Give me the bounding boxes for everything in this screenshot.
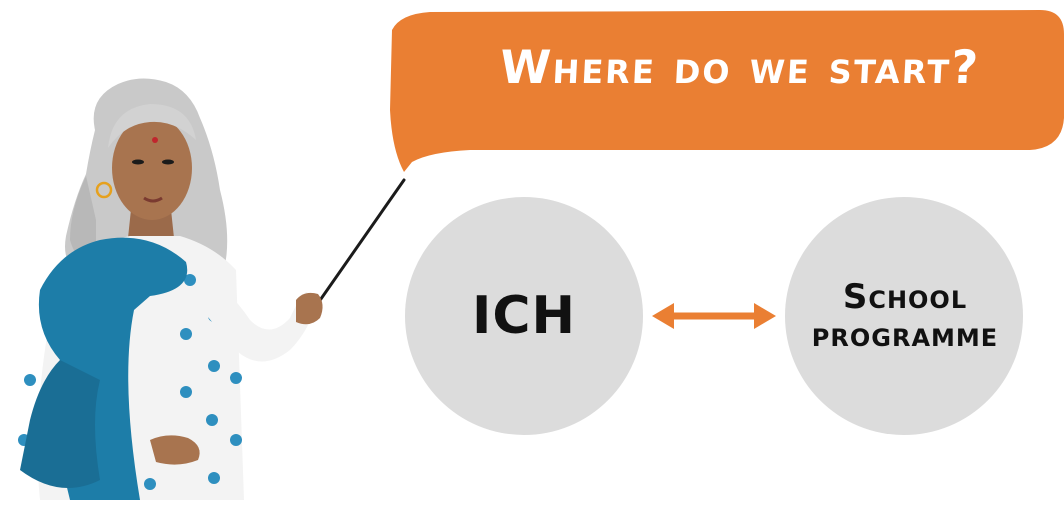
double-arrow-connector xyxy=(652,303,776,329)
node-label-ich: ICH xyxy=(471,286,577,346)
teacher-illustration xyxy=(18,78,323,500)
node-label-school-programme: School programme xyxy=(811,277,999,355)
pointer-stick xyxy=(314,178,406,308)
speech-bubble-text: Where do we start? xyxy=(498,40,982,94)
node-circle-ich xyxy=(405,197,643,435)
node-circle-school-programme xyxy=(785,197,1023,435)
speech-bubble xyxy=(390,10,1064,172)
